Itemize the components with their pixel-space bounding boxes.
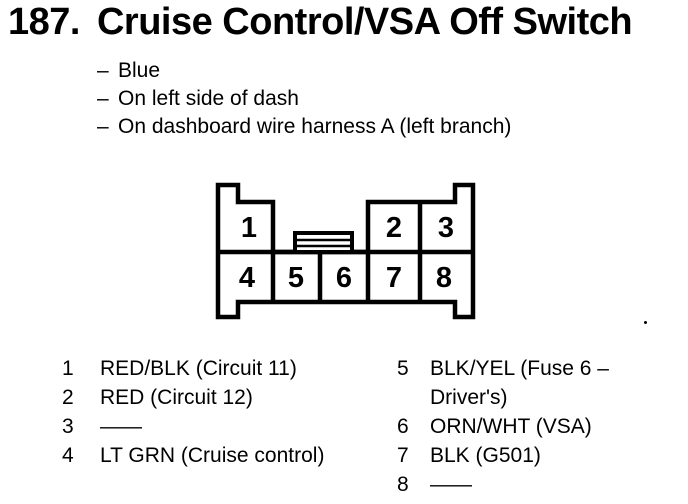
pin-row: 6 ORN/WHT (VSA) — [397, 412, 647, 441]
cavity-number: 6 — [336, 262, 352, 294]
pin-wire-description: BLK (G501) — [430, 444, 541, 467]
pin-wire-description: ORN/WHT (VSA) — [430, 415, 592, 438]
pin-row: 1 RED/BLK (Circuit 11) — [62, 354, 392, 383]
pin-number: 8 — [397, 473, 409, 496]
note-item: – On left side of dash — [97, 85, 511, 113]
connector-outline — [215, 182, 476, 320]
dash-marker: – — [97, 59, 109, 82]
pin-row: 2 RED (Circuit 12) — [62, 383, 392, 412]
pin-number: 3 — [62, 415, 74, 438]
connector-svg: 1 2 3 4 5 6 7 8 — [215, 182, 476, 320]
note-text: On left side of dash — [118, 87, 299, 110]
note-item: – Blue — [97, 57, 511, 85]
pin-row: 8 —— — [397, 470, 647, 499]
latch-tab — [293, 231, 354, 254]
pin-number: 1 — [62, 357, 74, 380]
pin-row: 5 BLK/YEL (Fuse 6 – Driver's) — [397, 354, 647, 412]
pin-wire-description: —— — [430, 473, 472, 496]
cavity-number: 3 — [438, 212, 454, 244]
pin-legend-left: 1 RED/BLK (Circuit 11) 2 RED (Circuit 12… — [62, 354, 392, 470]
cavity-number: 7 — [386, 262, 402, 294]
cavity-number: 8 — [436, 262, 452, 294]
note-text: On dashboard wire harness A (left branch… — [118, 115, 512, 138]
dash-marker: – — [97, 115, 109, 138]
scan-artifact-dot — [644, 321, 647, 324]
cavity-number: 2 — [386, 212, 402, 244]
section-title: Cruise Control/VSA Off Switch — [96, 1, 633, 43]
pin-number: 7 — [397, 444, 409, 467]
note-item: – On dashboard wire harness A (left bran… — [97, 113, 511, 141]
pin-wire-description: RED/BLK (Circuit 11) — [100, 357, 297, 380]
cavity-number: 5 — [288, 262, 304, 294]
pin-wire-description: LT GRN (Cruise control) — [100, 444, 325, 467]
pin-number: 6 — [397, 415, 409, 438]
page-title: 187. Cruise Control/VSA Off Switch — [8, 1, 633, 44]
connector-diagram: 1 2 3 4 5 6 7 8 — [210, 180, 480, 322]
pin-number: 5 — [397, 357, 409, 380]
cavity-number: 1 — [241, 212, 257, 244]
pin-wire-description: RED (Circuit 12) — [100, 386, 253, 409]
pin-number: 2 — [62, 386, 74, 409]
pin-wire-description: BLK/YEL (Fuse 6 – Driver's) — [430, 357, 609, 409]
pin-row: 4 LT GRN (Cruise control) — [62, 441, 392, 470]
pin-wire-description: —— — [100, 415, 142, 438]
section-number: 187. — [8, 1, 80, 43]
dash-marker: – — [97, 87, 109, 110]
note-text: Blue — [118, 59, 161, 82]
pin-number: 4 — [62, 444, 74, 467]
cavity-number: 4 — [239, 262, 255, 294]
pin-row: 7 BLK (G501) — [397, 441, 647, 470]
pin-legend-right: 5 BLK/YEL (Fuse 6 – Driver's) 6 ORN/WHT … — [397, 354, 647, 499]
pin-row: 3 —— — [62, 412, 392, 441]
connector-notes: – Blue – On left side of dash – On dashb… — [97, 57, 511, 141]
